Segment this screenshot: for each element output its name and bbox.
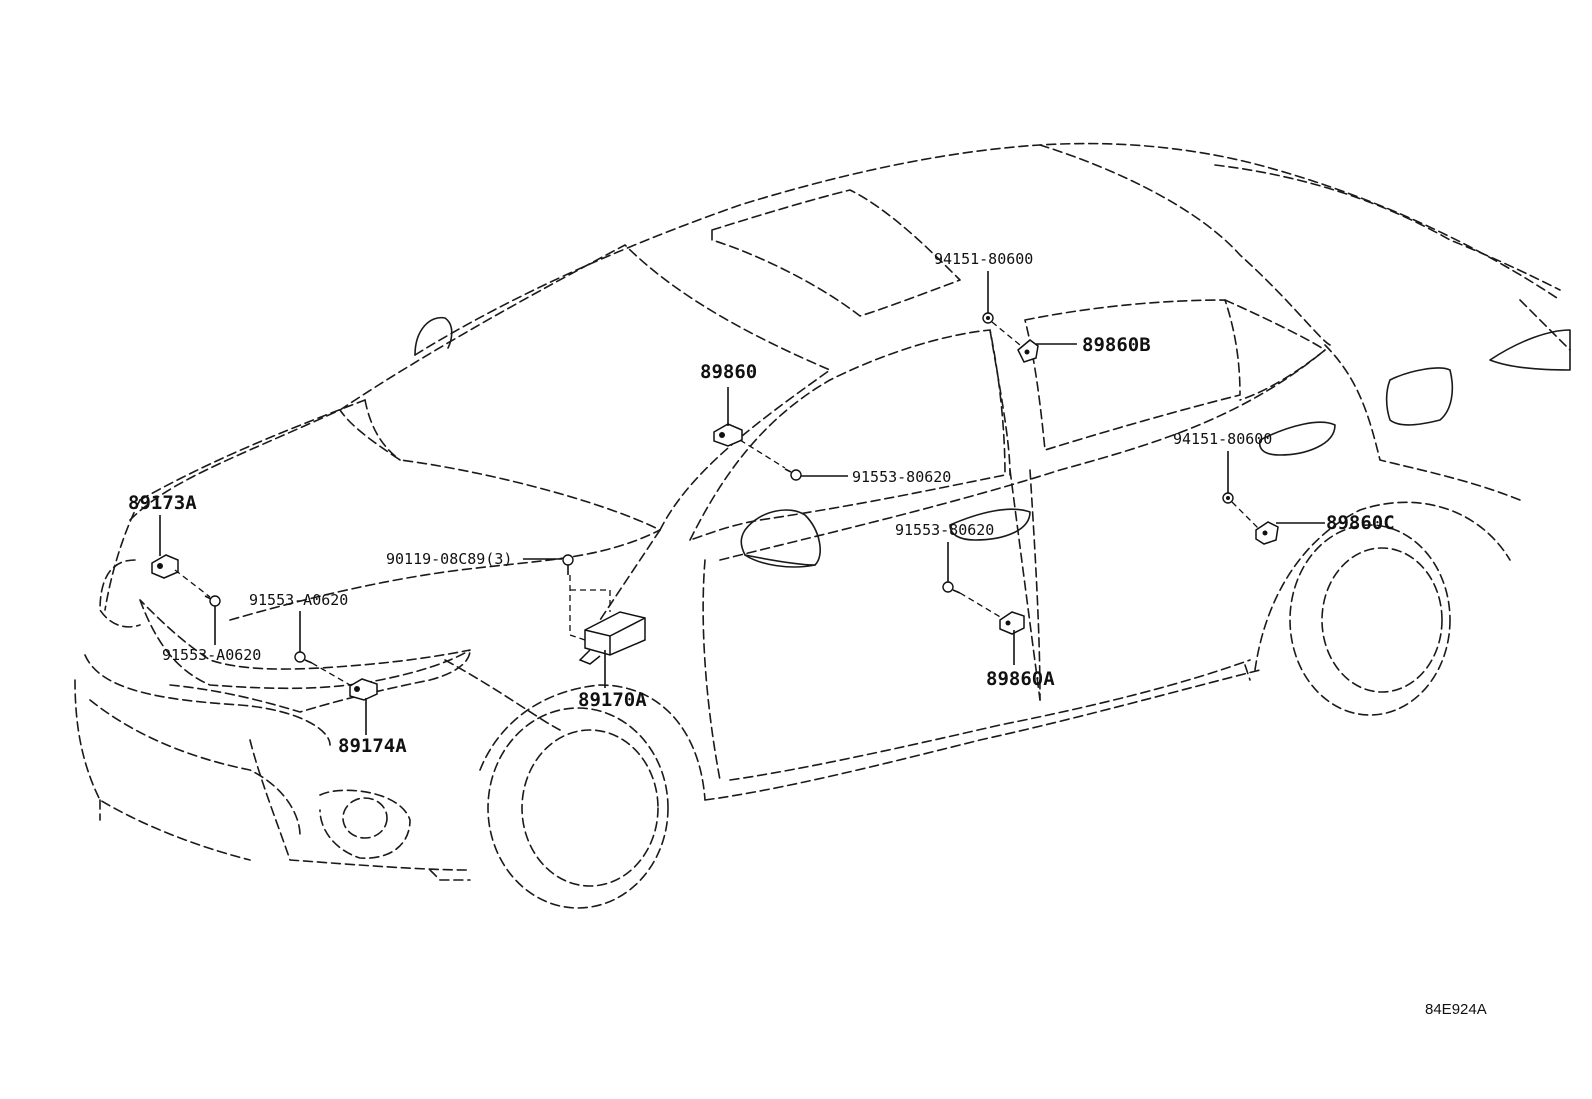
label-89860A: 89860A bbox=[986, 668, 1055, 690]
part-89173A-sensor bbox=[151, 554, 179, 579]
part-89174A-sensor bbox=[349, 678, 378, 701]
part-89860C-sensor bbox=[1255, 521, 1279, 545]
car-body-outline bbox=[74, 142, 1571, 909]
bolt-91553-A0620-a bbox=[204, 595, 221, 607]
label-94151-80600-upper: 94151-80600 bbox=[934, 250, 1033, 268]
part-labels: 89173A 91553-A0620 91553-A0620 89174A 90… bbox=[128, 250, 1395, 757]
bolt-91553-A0620-b bbox=[294, 651, 313, 664]
label-89860: 89860 bbox=[700, 361, 757, 383]
label-91553-A0620-upper: 91553-A0620 bbox=[249, 591, 348, 609]
part-89170A-airbag-sensor bbox=[578, 611, 646, 665]
label-89860C: 89860C bbox=[1326, 512, 1395, 534]
label-89170A: 89170A bbox=[578, 689, 647, 711]
label-91553-A0620-lower: 91553-A0620 bbox=[162, 646, 261, 664]
bolt-91553-80620-b bbox=[942, 581, 961, 594]
label-89173A: 89173A bbox=[128, 492, 197, 514]
part-89860B-sensor bbox=[1017, 339, 1039, 363]
label-89860B: 89860B bbox=[1082, 334, 1151, 356]
bolt-91553-80620-a bbox=[784, 468, 802, 481]
label-89174A: 89174A bbox=[338, 735, 407, 757]
diagram-id: 84E924A bbox=[1425, 1001, 1487, 1018]
label-90119-08C89: 90119-08C89(3) bbox=[386, 550, 512, 568]
part-89860-sensor bbox=[713, 423, 743, 447]
label-91553-80620-upper: 91553-80620 bbox=[852, 468, 951, 486]
nut-94151-80600-b bbox=[1222, 492, 1234, 504]
nut-94151-80600-a bbox=[982, 312, 994, 324]
bolt-90119-08C89 bbox=[562, 554, 574, 575]
leader-lines bbox=[159, 271, 1325, 735]
label-91553-80620-lower: 91553-80620 bbox=[895, 521, 994, 539]
part-89860A-sensor bbox=[999, 611, 1025, 635]
label-94151-80600-lower: 94151-80600 bbox=[1173, 430, 1272, 448]
